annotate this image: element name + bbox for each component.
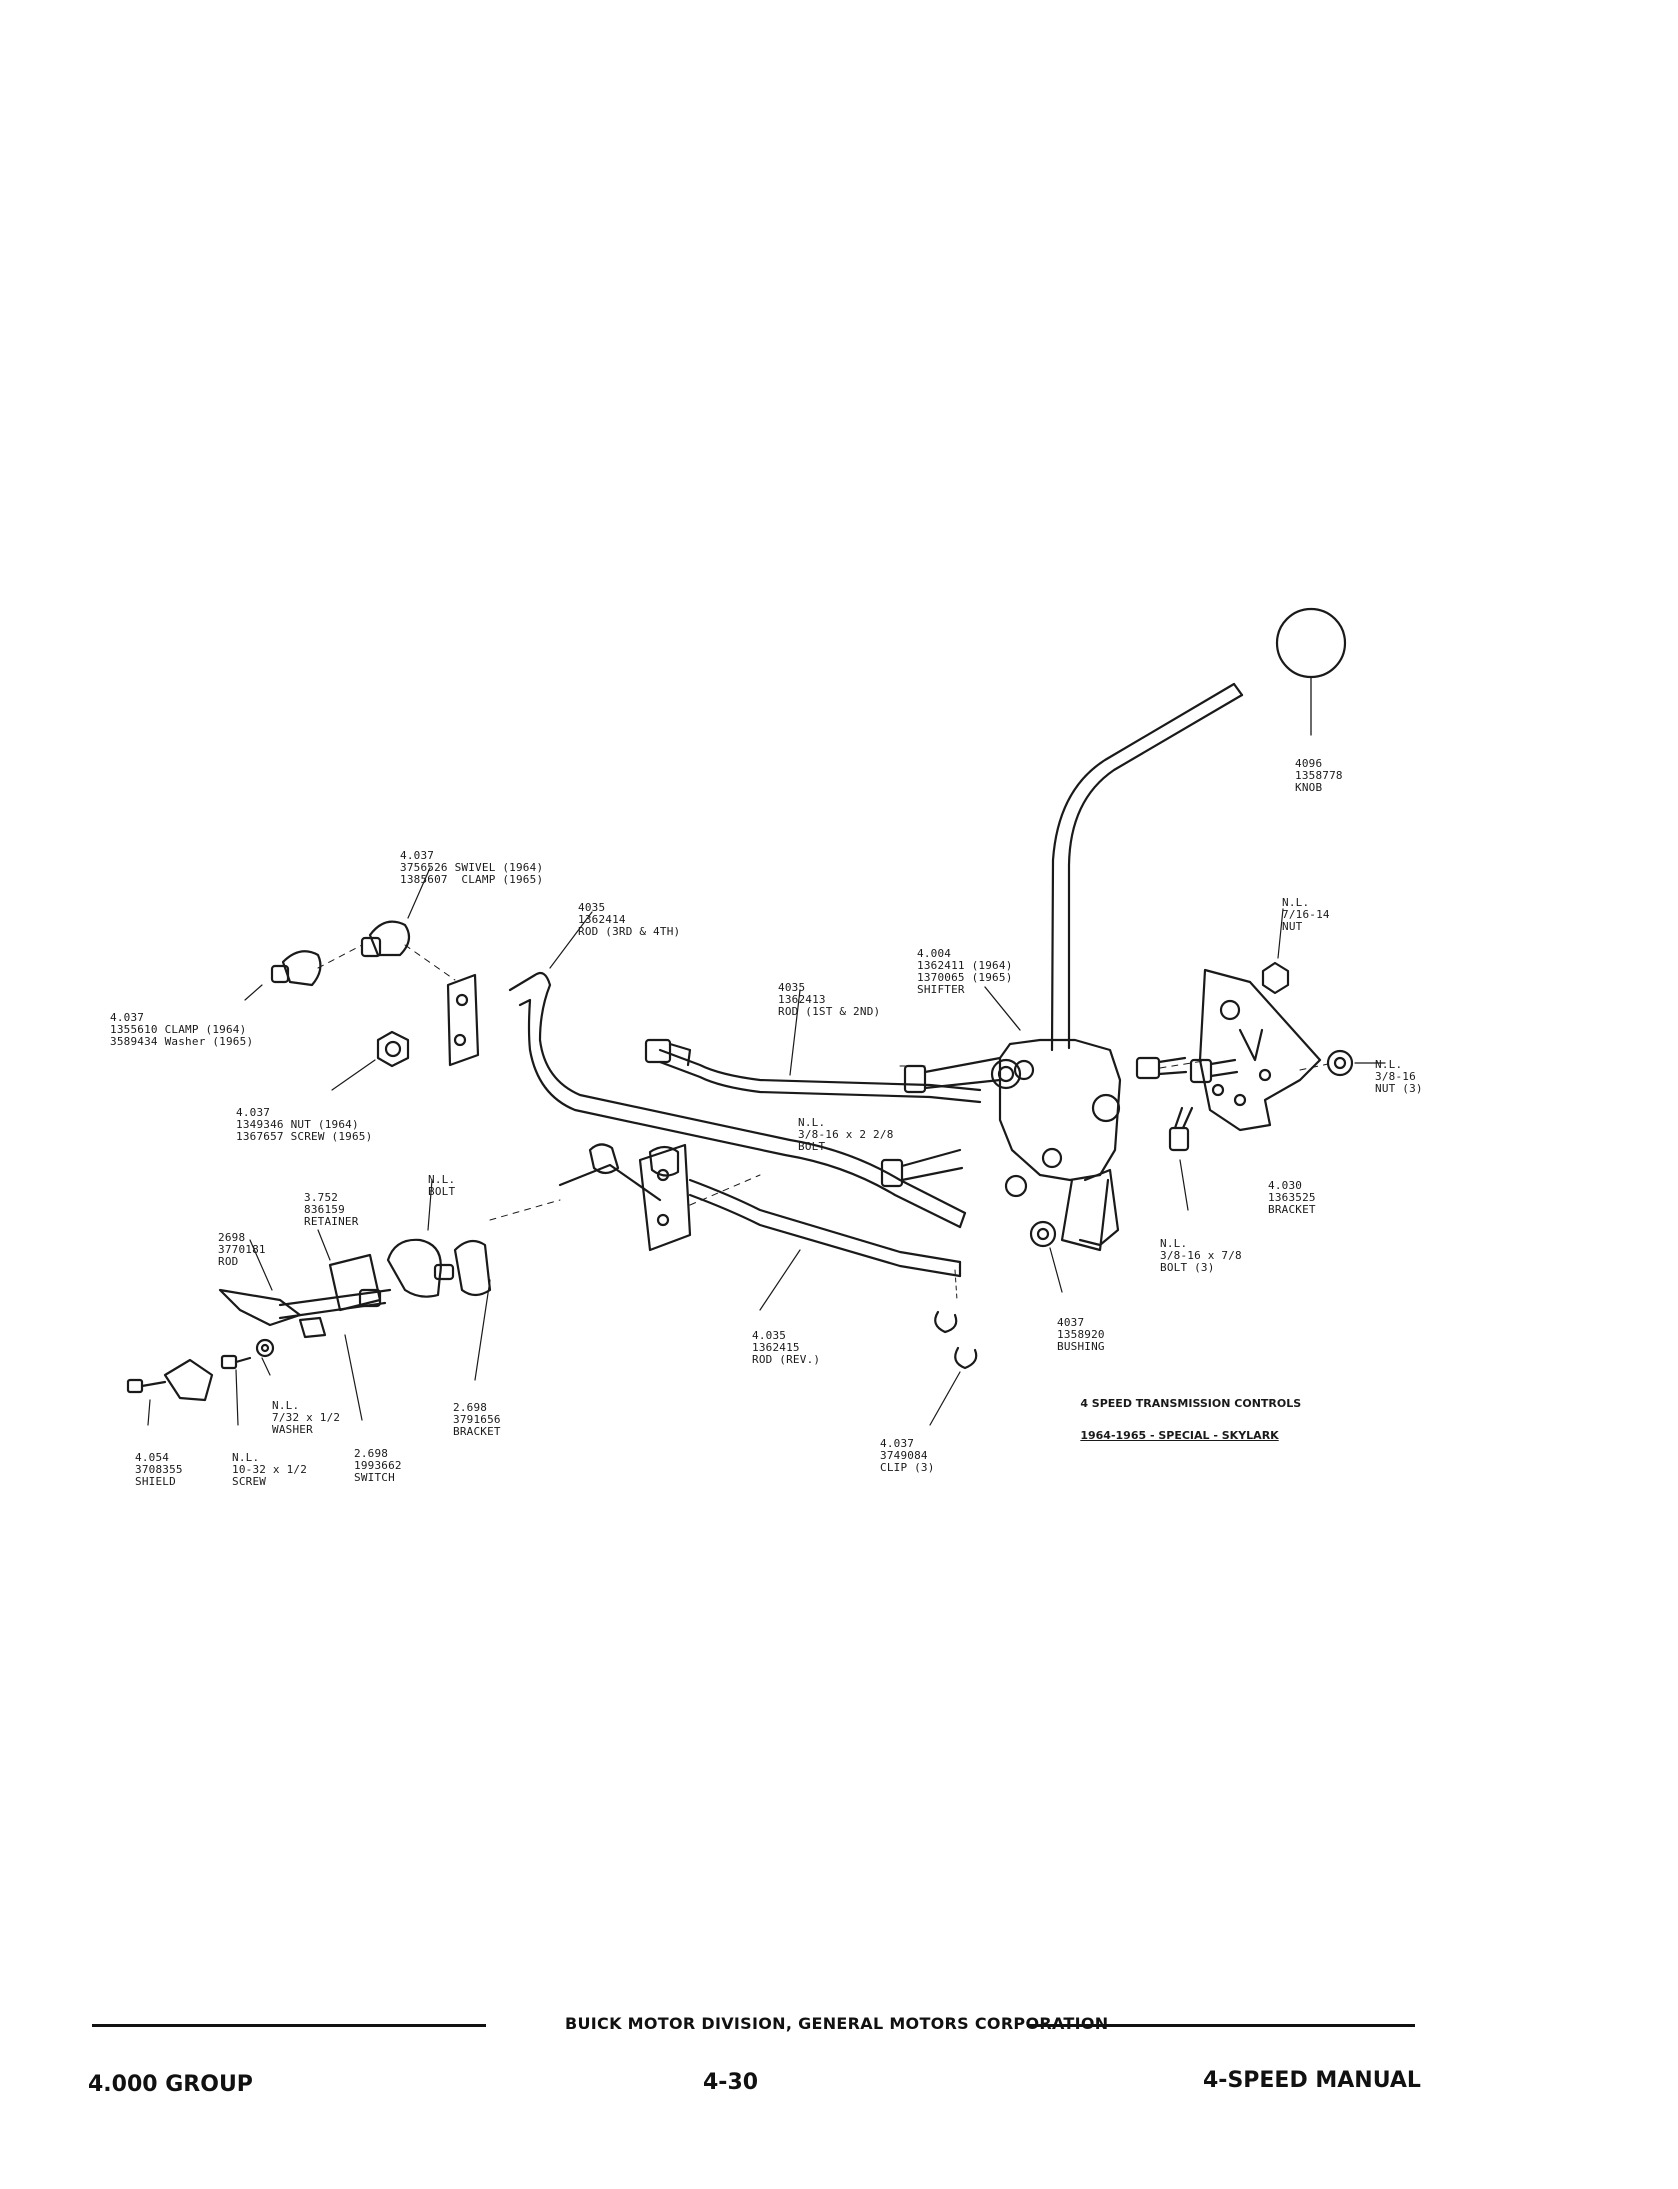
rod-1st-2nd (644, 989, 982, 1104)
nut-3-8 (1326, 1049, 1386, 1077)
rod-3rd-4th (508, 911, 967, 1229)
footer-title: 4-SPEED MANUAL (1203, 2068, 1421, 2093)
bolts-3-8-7-8 (1135, 1056, 1239, 1211)
diagram-title-line1: 4 SPEED TRANSMISSION CONTROLS (1080, 1397, 1302, 1410)
footer-rule-right (1027, 2024, 1415, 2027)
nut-screw-4037 (331, 1030, 410, 1091)
nut-7-16 (1261, 908, 1290, 995)
assembly-lines (317, 944, 1329, 1221)
swivel-clamp (244, 867, 431, 1001)
footer-page-number: 4-30 (703, 2070, 759, 2095)
bracket-4030 (1078, 968, 1322, 1247)
diagram-title-line2: 1964-1965 - SPECIAL - SKYLARK (1080, 1429, 1279, 1442)
switch-assembly (218, 1179, 492, 1421)
bushing (1029, 1220, 1063, 1293)
footer-corporation: BUICK MOTOR DIVISION, GENERAL MOTORS COR… (565, 2014, 1109, 2033)
bolt-through-shifter (880, 1056, 1002, 1188)
shield-screw-washer (126, 1338, 275, 1426)
bolt-nl-label: N.L.BOLT (428, 1173, 456, 1198)
shift-lever (1050, 682, 1244, 1052)
diagram-title: 4 SPEED TRANSMISSION CONTROLS 1964-1965 … (1065, 1380, 1301, 1460)
footer-rule-left (92, 2024, 486, 2027)
clips (929, 1269, 978, 1426)
knob (1275, 607, 1347, 736)
shifter-body (984, 986, 1122, 1252)
rod-rev (688, 1178, 962, 1311)
footer-group: 4.000 GROUP (88, 2072, 253, 2097)
mounting-plate (446, 973, 692, 1252)
